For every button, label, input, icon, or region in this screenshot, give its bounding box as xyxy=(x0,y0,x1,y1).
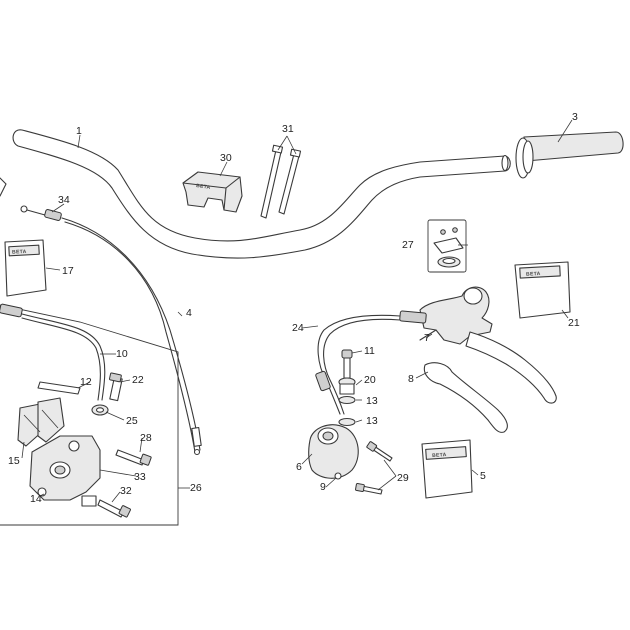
callout-4: 4 xyxy=(186,307,192,319)
banjo-bolt-stack xyxy=(338,349,356,427)
dust-cover-5: BETA xyxy=(421,439,473,499)
bolts-29 xyxy=(355,441,393,495)
bleeder-valve xyxy=(108,372,123,402)
callout-9: 9 xyxy=(320,481,326,493)
callout-34: 34 xyxy=(58,194,70,206)
callout-17: 17 xyxy=(62,265,74,277)
callout-21: 21 xyxy=(568,317,580,329)
callout-10: 10 xyxy=(116,348,128,360)
callout-6: 6 xyxy=(296,461,302,473)
caliper-assembly-frame xyxy=(0,304,179,526)
callout-24: 24 xyxy=(292,322,304,334)
reservoir-cap-kit xyxy=(427,219,467,273)
callout-15: 15 xyxy=(8,455,20,467)
callout-27: 27 xyxy=(402,239,414,251)
caliper-bolt-28 xyxy=(115,449,152,466)
callout-32: 32 xyxy=(120,485,132,497)
grip xyxy=(515,131,624,179)
callout-25: 25 xyxy=(126,415,138,427)
callout-3: 3 xyxy=(572,111,578,123)
callout-1: 1 xyxy=(76,125,82,137)
brand-mark: BETA xyxy=(196,183,211,191)
leader-lines xyxy=(21,119,573,503)
callout-30: 30 xyxy=(220,152,232,164)
part-callouts: 1 3 4 5 6 7 8 9 10 11 12 13 13 14 15 17 … xyxy=(8,111,580,505)
callout-13-upper: 13 xyxy=(366,395,378,407)
pad-retaining-pin xyxy=(37,381,81,395)
svg-text:BETA: BETA xyxy=(526,271,541,278)
caliper-bolt-32 xyxy=(97,499,131,518)
callout-8: 8 xyxy=(408,373,414,385)
clutch-lever xyxy=(423,362,508,433)
brake-master-cylinder xyxy=(399,286,493,345)
callout-11: 11 xyxy=(364,345,375,357)
callout-7: 7 xyxy=(424,332,430,344)
dust-cover-21: BETA xyxy=(514,261,571,319)
svg-text:BETA: BETA xyxy=(12,249,27,256)
callout-13-lower: 13 xyxy=(366,415,378,427)
throttle-cable xyxy=(20,205,202,456)
brake-caliper xyxy=(29,435,101,507)
brake-pads xyxy=(17,397,65,447)
callout-5: 5 xyxy=(480,470,486,482)
slave-cylinder xyxy=(308,424,359,480)
caliper-brake-hose xyxy=(0,303,106,401)
callout-26: 26 xyxy=(190,482,202,494)
callout-28: 28 xyxy=(140,432,152,444)
handlebar xyxy=(12,129,511,259)
brake-hose xyxy=(315,314,401,415)
callout-33: 33 xyxy=(134,471,146,483)
callout-31: 31 xyxy=(282,123,294,135)
callout-12: 12 xyxy=(80,376,92,388)
svg-text:BETA: BETA xyxy=(432,452,447,459)
caliper-banjo xyxy=(91,404,109,416)
offpage-part-fragment xyxy=(0,177,7,197)
callout-20: 20 xyxy=(364,374,376,386)
front-brake-lever xyxy=(465,331,557,404)
handlebar-clamp-cover: BETA xyxy=(182,171,243,213)
callout-14: 14 xyxy=(30,493,42,505)
cable-ties xyxy=(260,144,302,219)
dust-cover-17: BETA xyxy=(4,239,47,297)
callout-22: 22 xyxy=(132,374,144,386)
callout-29: 29 xyxy=(397,472,409,484)
